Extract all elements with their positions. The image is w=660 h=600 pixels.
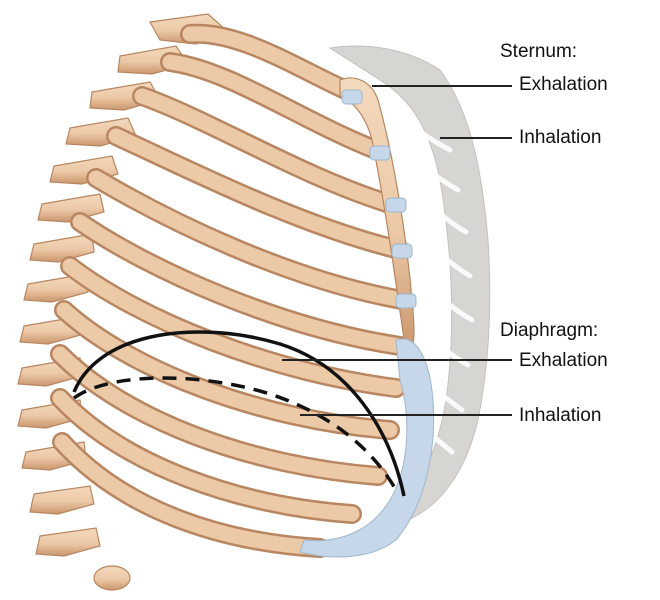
diaphragm-inhalation-label: Inhalation [519,405,601,427]
diaphragm-exhalation-label: Exhalation [519,350,608,372]
sternum-heading: Sternum: [500,41,577,63]
sternum-inhalation-label: Inhalation [519,127,601,149]
sternum-exhalation-label: Exhalation [519,74,608,96]
ribs [60,34,402,548]
diaphragm-heading: Diaphragm: [500,320,598,342]
